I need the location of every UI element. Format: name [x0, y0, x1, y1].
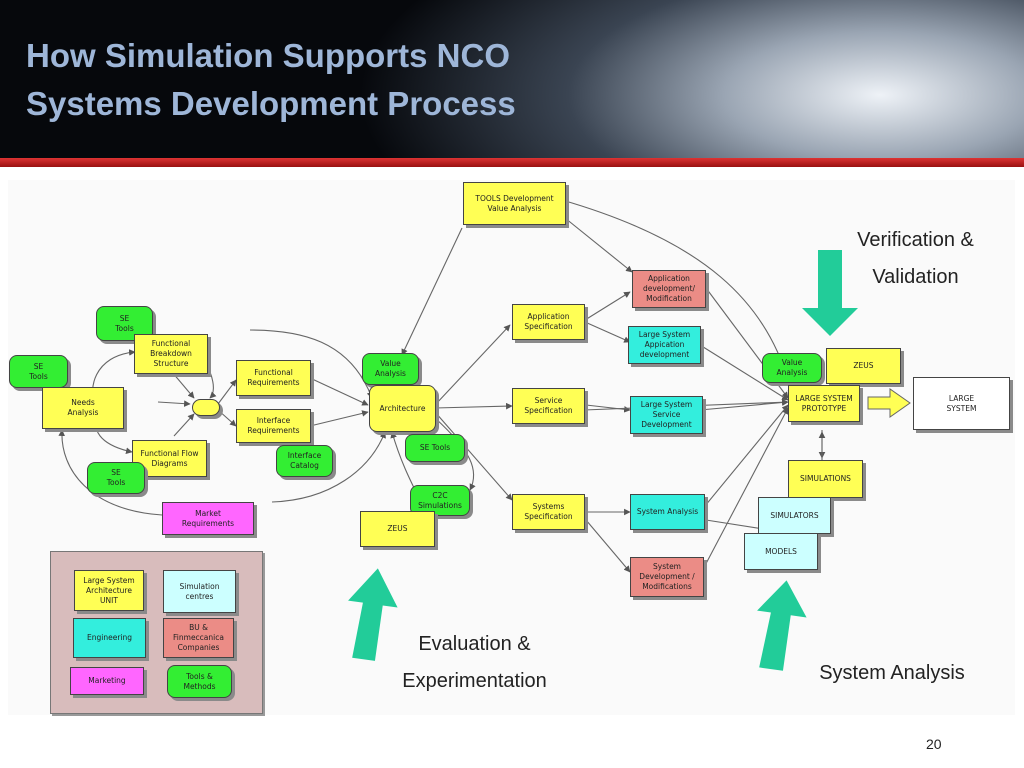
legend-simulation-centres: Simulation centres	[163, 570, 236, 613]
simulators-node: SIMULATORS	[758, 497, 831, 534]
system-development-node: System Development / Modifications	[630, 557, 704, 597]
verification-label-line-1: Verification &	[857, 229, 974, 251]
large-system-application-node: Large System Appication development	[628, 326, 701, 364]
interface-requirements-node: Interface Requirements	[236, 409, 311, 443]
system-analysis-label: System Analysis	[819, 662, 965, 684]
legend-bu-finmeccanica: BU & Finmeccanica Companies	[163, 618, 234, 658]
simulations-node: SIMULATIONS	[788, 460, 863, 498]
legend-marketing: Marketing	[70, 667, 144, 695]
architecture-node: Architecture	[369, 385, 436, 432]
slide-title-line-1: How Simulation Supports NCO	[26, 37, 510, 74]
verification-label: Verification & Validation	[828, 222, 1003, 296]
functional-requirements-node: Functional Requirements	[236, 360, 311, 396]
title-banner: How Simulation Supports NCO Systems Deve…	[0, 0, 1024, 160]
system-analysis-node: System Analysis	[630, 494, 705, 530]
page-number: 20	[926, 736, 942, 752]
functional-breakdown-node: Functional Breakdown Structure	[134, 334, 208, 374]
zeus-node: ZEUS	[826, 348, 901, 384]
prototype-to-system-arrow	[867, 388, 911, 418]
se-tools-node: SE Tools	[87, 462, 145, 494]
verification-arrow-icon	[802, 250, 858, 336]
evaluation-label: Evaluation & Experimentation	[372, 626, 577, 700]
header-divider	[0, 158, 1024, 167]
legend-engineering: Engineering	[73, 618, 146, 658]
application-specification-node: Application Specification	[512, 304, 585, 340]
value-analysis-node: Value Analysis	[362, 353, 419, 385]
legend-tools-methods: Tools & Methods	[167, 665, 232, 698]
tools-development-node: TOOLS Development Value Analysis	[463, 182, 566, 225]
se-tools-node: SE Tools	[405, 434, 465, 462]
application-development-node: Application development/ Modification	[632, 270, 706, 308]
verification-label-line-2: Validation	[872, 266, 959, 288]
large-system-service-node: Large System Service Development	[630, 396, 703, 434]
evaluation-label-line-2: Experimentation	[402, 670, 547, 692]
c2c-simulations-node: C2C Simulations	[410, 485, 470, 516]
evaluation-label-line-1: Evaluation &	[418, 633, 531, 655]
large-system-node: LARGE SYSTEM	[913, 377, 1010, 430]
legend-large-system-unit: Large System Architecture UNIT	[74, 570, 144, 611]
slide-title-line-2: Systems Development Process	[26, 85, 516, 122]
market-requirements-node: Market Requirements	[162, 502, 254, 535]
zeus-node: ZEUS	[360, 511, 435, 547]
models-node: MODELS	[744, 533, 818, 570]
system-analysis-arrow-icon	[757, 580, 807, 671]
large-system-prototype-node: LARGE SYSTEM PROTOTYPE	[788, 385, 860, 422]
value-analysis-node: Value Analysis	[762, 353, 822, 383]
junction-node	[192, 399, 220, 416]
se-tools-node: SE Tools	[9, 355, 68, 388]
service-specification-node: Service Specification	[512, 388, 585, 424]
needs-analysis-node: Needs Analysis	[42, 387, 124, 429]
systems-specification-node: Systems Specification	[512, 494, 585, 530]
evaluation-arrow-icon	[348, 568, 398, 661]
interface-catalog-node: Interface Catalog	[276, 445, 333, 477]
